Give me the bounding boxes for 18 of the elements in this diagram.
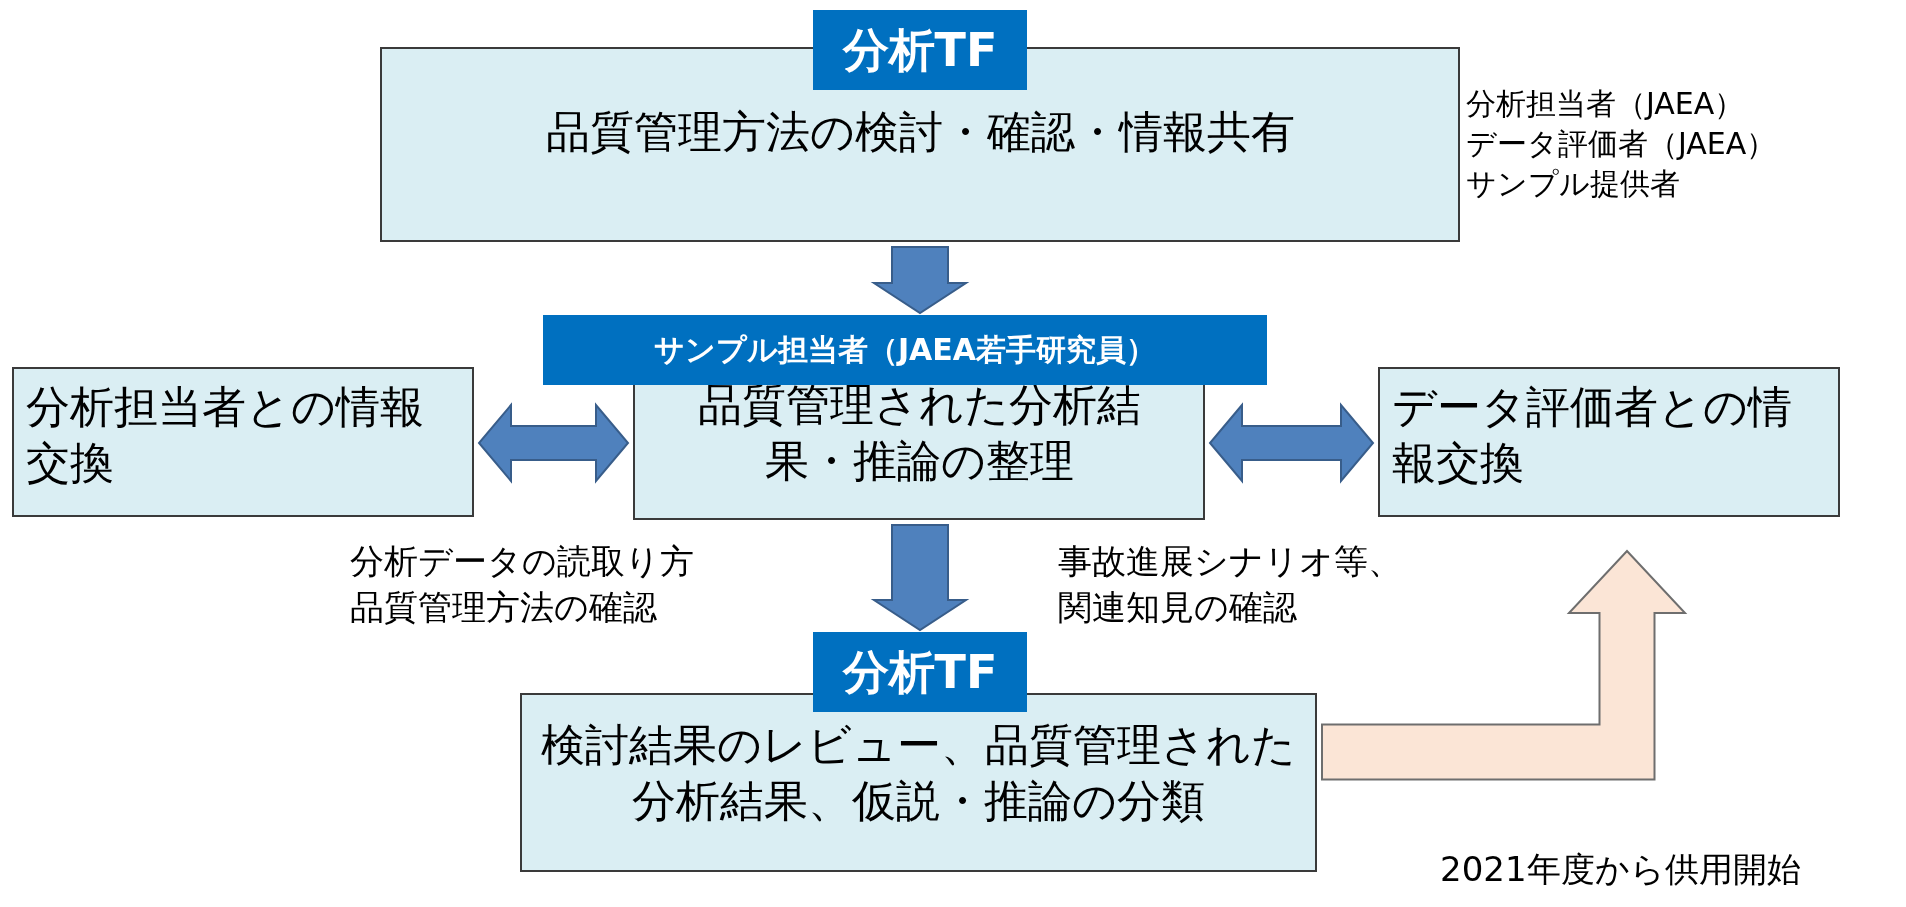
process-box: データ評価者との情報交換 xyxy=(1378,367,1840,517)
double-arrow xyxy=(477,402,630,484)
heading-label: 分析TF xyxy=(813,10,1027,90)
annotation-text: データ評価者（JAEA） xyxy=(1466,125,1777,163)
annotation-text: サンプル提供者 xyxy=(1466,165,1680,203)
double-arrow xyxy=(1208,402,1375,484)
block-arrow xyxy=(870,246,970,315)
heading-label: 分析TF xyxy=(813,632,1027,712)
annotation-text: 関連知見の確認 xyxy=(1058,586,1297,629)
annotation-text: 分析担当者（JAEA） xyxy=(1466,85,1745,123)
annotation-text: 2021年度から供用開始 xyxy=(1440,848,1801,891)
block-arrow xyxy=(1321,549,1688,781)
heading-label: サンプル担当者（JAEA若手研究員） xyxy=(543,315,1267,385)
annotation-text: 分析データの読取り方 xyxy=(350,540,694,583)
process-box: 分析担当者との情報交換 xyxy=(12,367,474,517)
annotation-text: 事故進展シナリオ等、 xyxy=(1058,540,1402,583)
annotation-text: 品質管理方法の確認 xyxy=(350,586,657,629)
block-arrow xyxy=(870,524,970,632)
